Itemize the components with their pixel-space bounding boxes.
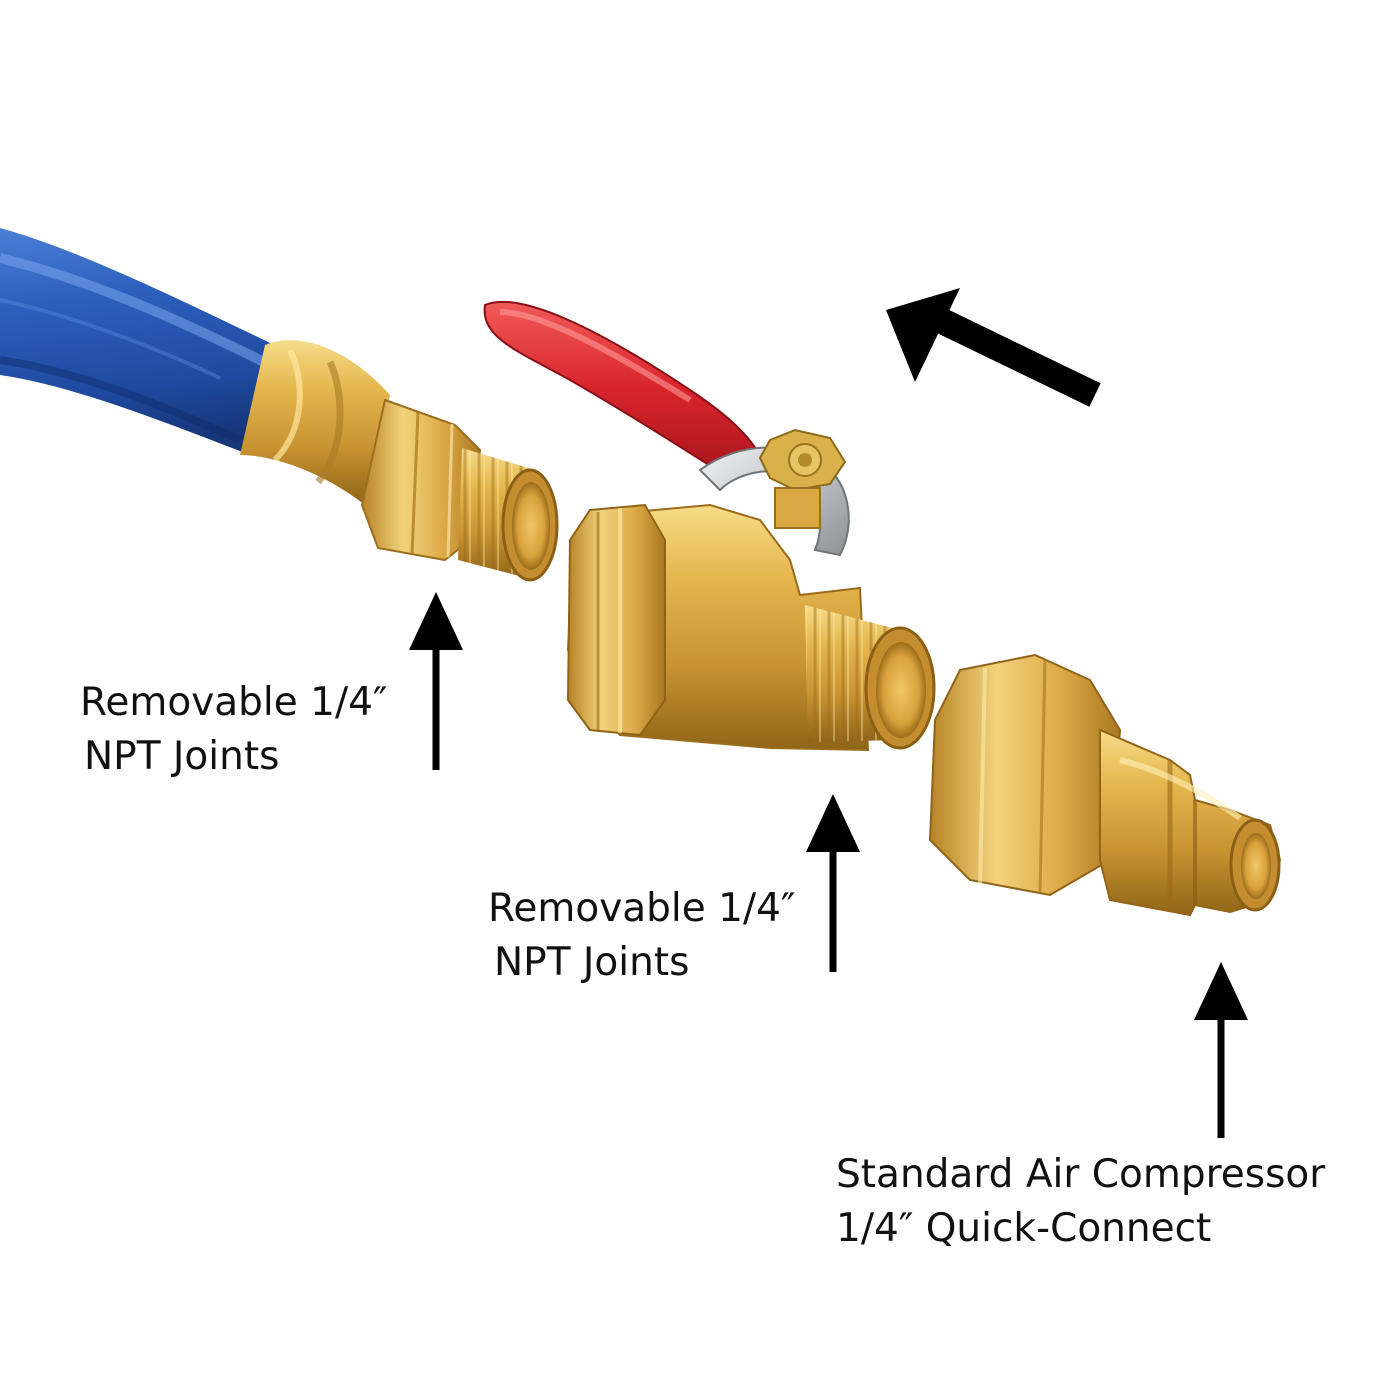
callout-line: Removable 1/4″ (488, 886, 796, 931)
callout-line: Removable 1/4″ (80, 680, 388, 725)
blue-air-hose (0, 228, 285, 455)
callout-line: Standard Air Compressor (836, 1152, 1326, 1197)
ball-valve (483, 300, 936, 752)
npt-joint-callout-left: Removable 1/4″ NPT Joints (80, 676, 388, 784)
npt-joint-callout-center: Removable 1/4″ NPT Joints (488, 882, 796, 990)
callout-line: NPT Joints (494, 940, 690, 985)
callout-line: NPT Joints (84, 734, 280, 779)
pointer-arrow-icon (806, 794, 860, 972)
hose-end-fitting (240, 340, 559, 582)
pointer-arrow-icon (409, 592, 463, 770)
pointer-arrow-icon (1194, 962, 1248, 1138)
direction-arrow-icon (886, 288, 1101, 407)
quick-connect-plug (928, 653, 1282, 917)
callout-line: 1/4″ Quick-Connect (836, 1206, 1212, 1251)
quick-connect-callout: Standard Air Compressor 1/4″ Quick-Conne… (836, 1148, 1325, 1256)
